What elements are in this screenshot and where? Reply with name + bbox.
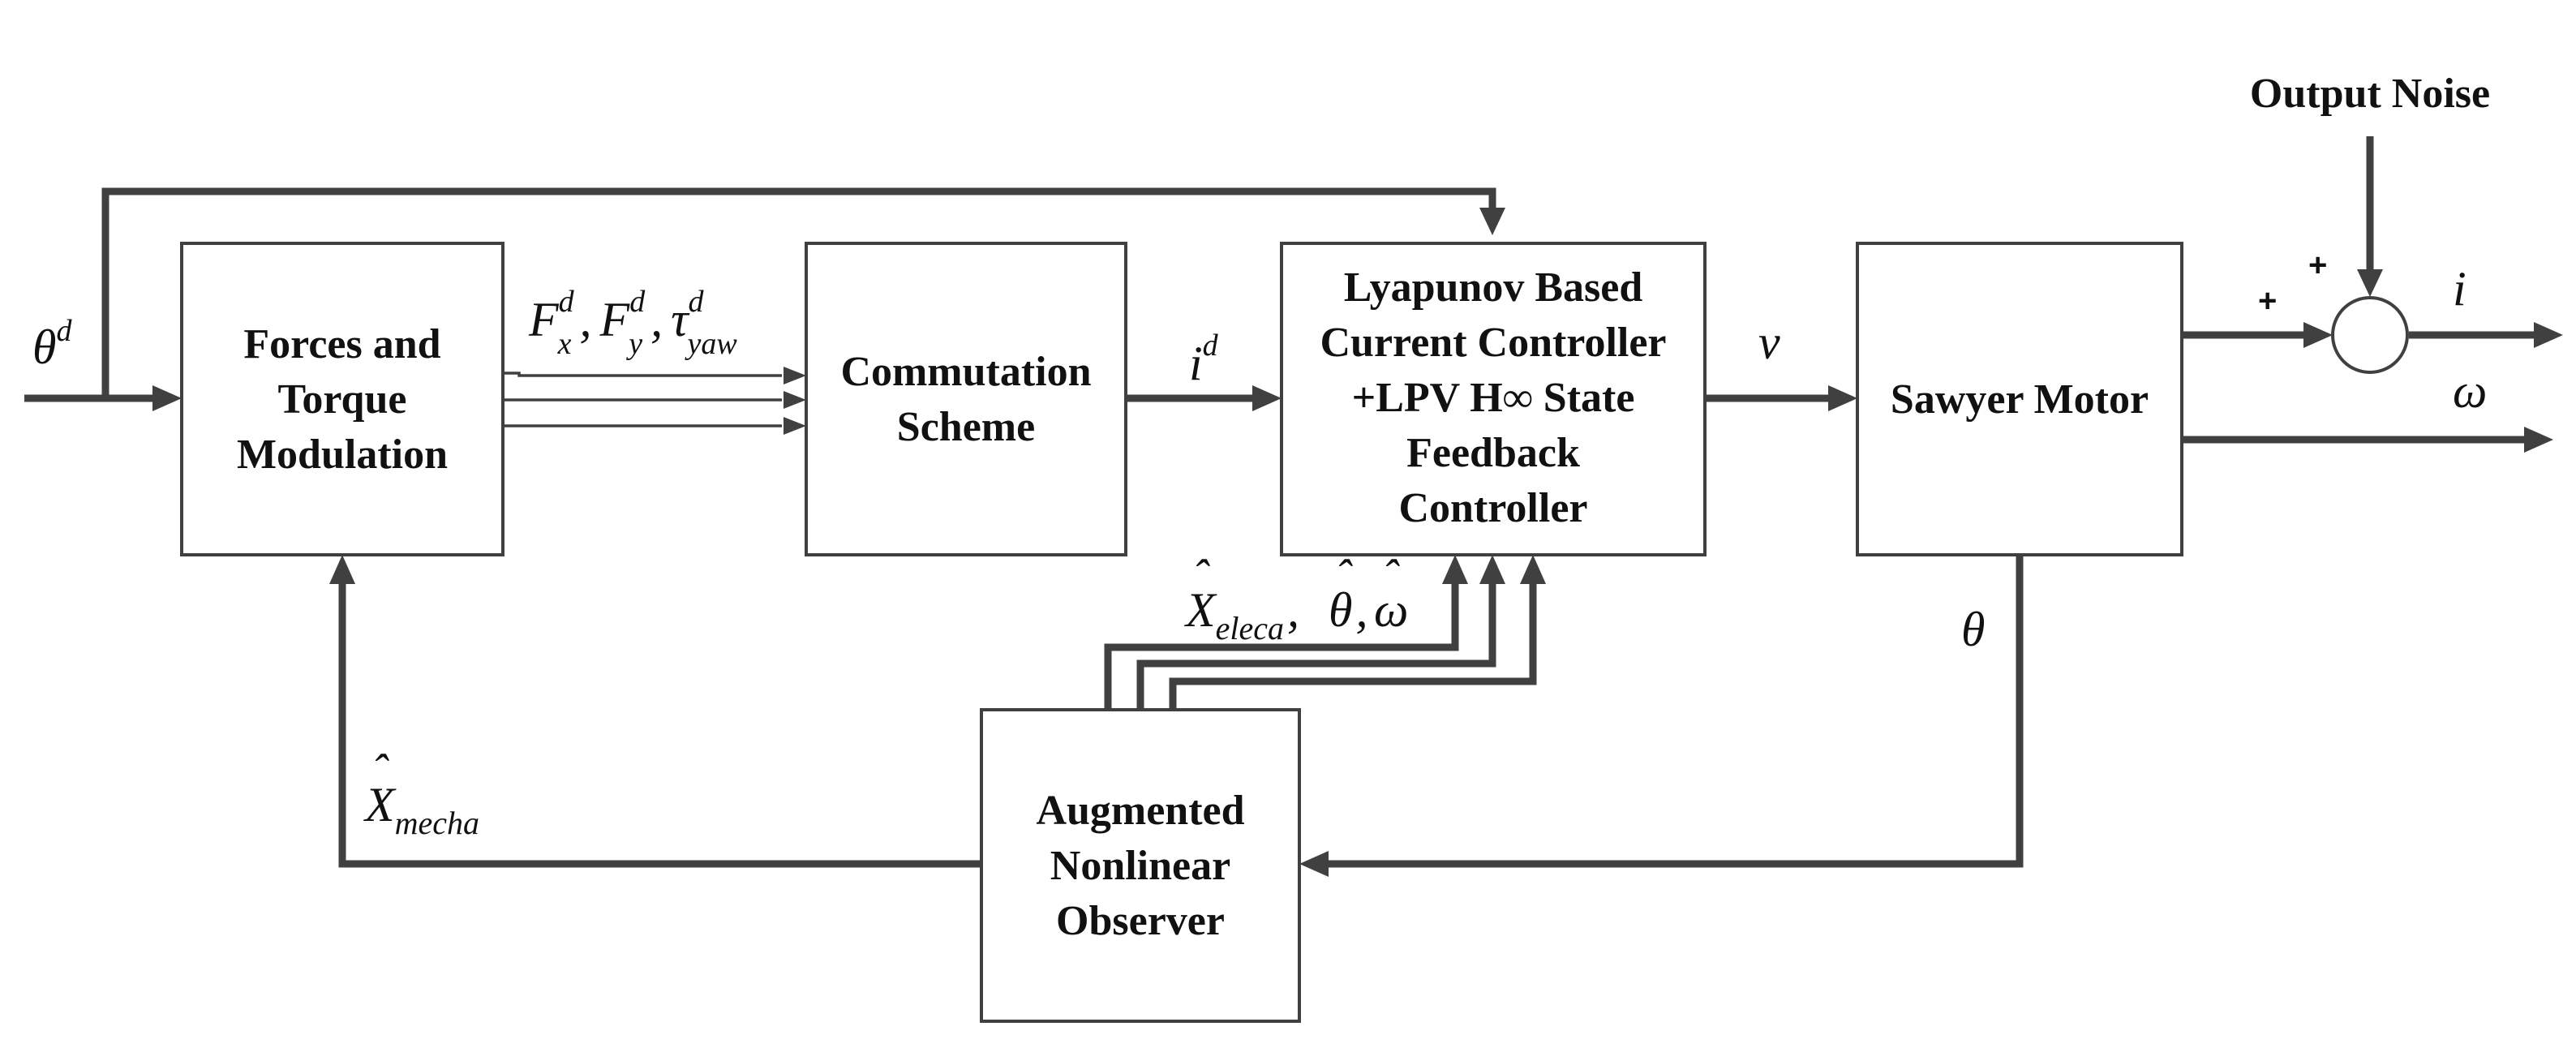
x-eleca-hat: ˆ — [1192, 550, 1210, 603]
plus-sign-left: + — [2258, 283, 2277, 319]
omega-estimate-arrowhead — [1520, 555, 1546, 584]
noise-arrowhead — [2357, 269, 2383, 297]
controller-label-line-3: +LPV H∞ State — [1352, 375, 1635, 421]
forces-torque-label-line-3: Modulation — [237, 432, 448, 478]
omega-output-label: ω — [2453, 364, 2487, 418]
current-controller-block — [1280, 242, 1707, 556]
sum-input-arrowhead — [2303, 322, 2333, 348]
omega-hat-label: ω — [1374, 583, 1408, 637]
output-noise-label: Output Noise — [2250, 71, 2490, 117]
theta-d-label: θd — [32, 314, 72, 374]
force-ref-arrowhead-fy — [784, 391, 806, 409]
sawyer-motor-block — [1856, 242, 2183, 556]
voltage-label: v — [1758, 316, 1780, 369]
omega-estimate-line — [1169, 582, 1537, 710]
sawyer-motor-label: Sawyer Motor — [1891, 376, 2149, 423]
observer-label-line-1: Augmented — [1036, 788, 1244, 834]
feedforward-arrowhead — [1479, 208, 1505, 235]
i-output-arrowhead — [2534, 322, 2563, 348]
current-ref-label: id — [1189, 329, 1219, 390]
theta-hat-label: θ, — [1329, 583, 1367, 637]
omega-hat-mark: ˆ — [1382, 550, 1400, 603]
x-mecha-arrowhead — [329, 555, 355, 584]
x-eleca-label: Xeleca, — [1184, 583, 1299, 646]
forces-torque-label-line-1: Forces and — [243, 321, 440, 367]
x-eleca-estimate-line — [1104, 582, 1459, 710]
omega-output-arrowhead — [2524, 427, 2553, 453]
voltage-arrowhead — [1828, 385, 1857, 411]
forces-torque-modulation-block — [180, 242, 504, 556]
commutation-label-line-2: Scheme — [897, 404, 1035, 450]
controller-label-line-4: Feedback — [1406, 430, 1580, 476]
commutation-scheme-block — [805, 242, 1127, 556]
force-ref-arrowhead-tau — [784, 417, 806, 435]
nonlinear-observer-block — [980, 708, 1301, 1023]
current-ref-arrowhead — [1252, 385, 1282, 411]
theta-hat-mark: ˆ — [1335, 550, 1353, 603]
force-ref-arrowhead-fx — [784, 367, 806, 384]
summing-junction — [2331, 296, 2409, 374]
theta-estimate-line — [1136, 582, 1496, 710]
commutation-label-line-1: Commutation — [840, 349, 1091, 395]
theta-d-feedforward-line — [101, 187, 1496, 398]
theta-estimate-arrowhead — [1479, 555, 1505, 584]
forces-torque-label-line-2: Torque — [278, 376, 407, 423]
controller-label-line-2: Current Controller — [1320, 320, 1667, 366]
theta-d-arrowhead — [152, 385, 182, 411]
theta-feedback-label: θ — [1961, 603, 1985, 656]
x-mecha-feedback-line — [338, 582, 981, 868]
controller-label-line-1: Lyapunov Based — [1344, 264, 1643, 311]
plus-sign-top: + — [2308, 247, 2327, 283]
controller-label-line-5: Controller — [1399, 485, 1588, 531]
observer-label-line-3: Observer — [1056, 898, 1225, 944]
i-output-label: i — [2453, 262, 2467, 316]
x-eleca-arrowhead — [1442, 555, 1468, 584]
theta-feedback-arrowhead — [1299, 851, 1329, 877]
force-ref-line-fx — [503, 372, 782, 377]
theta-feedback-line — [1327, 555, 2024, 868]
x-mecha-hat: ˆ — [371, 745, 389, 797]
observer-label-line-2: Nonlinear — [1050, 843, 1230, 889]
x-mecha-label: Xmecha — [363, 778, 479, 841]
